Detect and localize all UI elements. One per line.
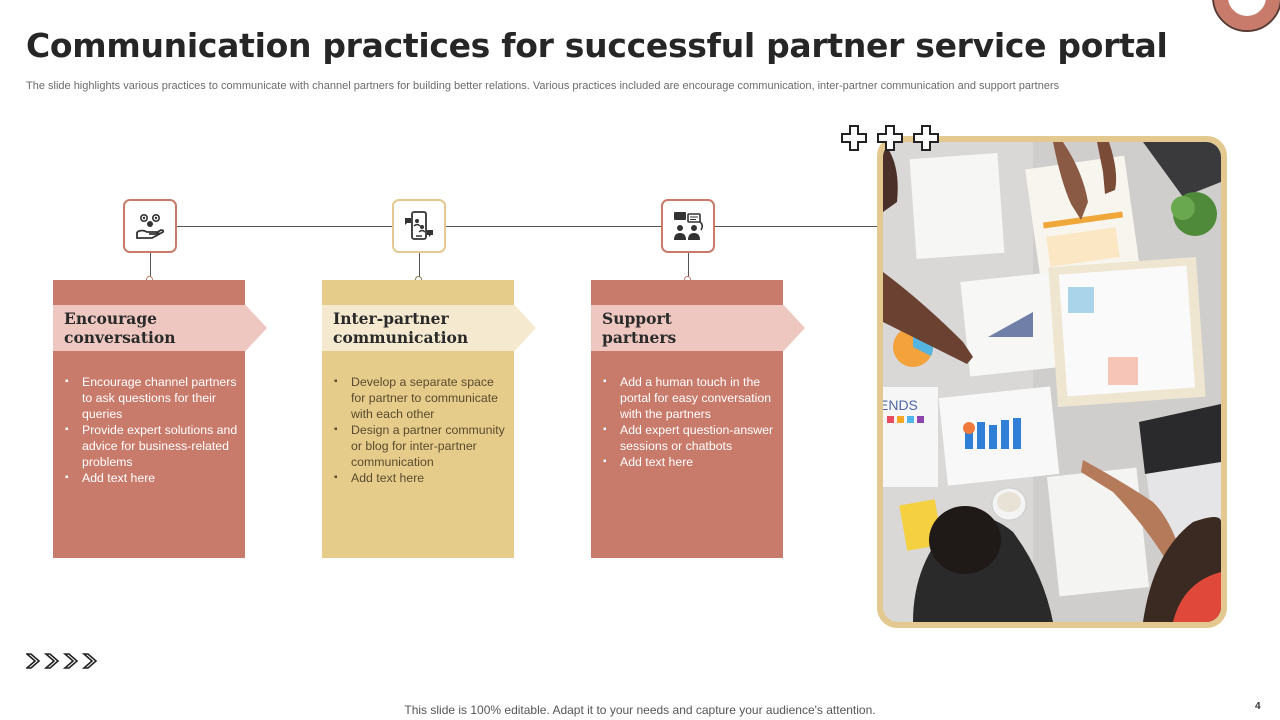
list-item: Develop a separate space for partner to … — [332, 374, 507, 422]
card-title: Encourage conversation — [64, 309, 176, 347]
card-bullet-list: Add a human touch in the portal for easy… — [601, 374, 776, 470]
card-title: Inter-partner communication — [333, 309, 469, 347]
list-item: Add expert question-answer sessions or c… — [601, 422, 776, 454]
decorative-chevrons — [26, 653, 106, 669]
decorative-crosses — [840, 124, 950, 154]
card-bullet-list: Encourage channel partners to ask questi… — [63, 374, 238, 486]
connector-line — [688, 253, 689, 277]
list-item: Add text here — [63, 470, 238, 486]
connector-line — [419, 253, 420, 277]
card-support-partners: Support partners Add a human touch in th… — [591, 280, 805, 558]
connector-line — [150, 253, 151, 277]
slide-subtitle: The slide highlights various practices t… — [26, 80, 1060, 92]
plus-icon — [913, 125, 939, 151]
photo-text-ends: ENDS — [883, 397, 918, 413]
photo-frame: ENDS — [877, 136, 1227, 628]
support-team-icon — [661, 199, 715, 253]
list-item: Design a partner community or blog for i… — [332, 422, 507, 470]
card-header: Support partners — [591, 305, 805, 351]
corner-decoration-ring — [1212, 0, 1280, 32]
card-bullet-list: Develop a separate space for partner to … — [332, 374, 507, 486]
list-item: Add a human touch in the portal for easy… — [601, 374, 776, 422]
card-header: Encourage conversation — [53, 305, 267, 351]
plus-icon — [877, 125, 903, 151]
list-item: Provide expert solutions and advice for … — [63, 422, 238, 470]
team-meeting-photo: ENDS — [883, 142, 1221, 622]
page-number: 4 — [1255, 701, 1261, 712]
timeline-line — [150, 226, 885, 227]
card-header: Inter-partner communication — [322, 305, 536, 351]
card-inter-partner-communication: Inter-partner communication Develop a se… — [322, 280, 536, 558]
list-item: Add text here — [601, 454, 776, 470]
list-item: Encourage channel partners to ask questi… — [63, 374, 238, 422]
card-encourage-conversation: Encourage conversation Encourage channel… — [53, 280, 267, 558]
slide-footer: This slide is 100% editable. Adapt it to… — [404, 703, 876, 717]
card-title: Support partners — [602, 309, 677, 347]
plus-icon — [841, 125, 867, 151]
phone-chat-icon — [392, 199, 446, 253]
slide-title: Communication practices for successful p… — [26, 26, 1168, 65]
hand-people-icon — [123, 199, 177, 253]
list-item: Add text here — [332, 470, 507, 486]
chevron-right-icon — [26, 653, 98, 669]
